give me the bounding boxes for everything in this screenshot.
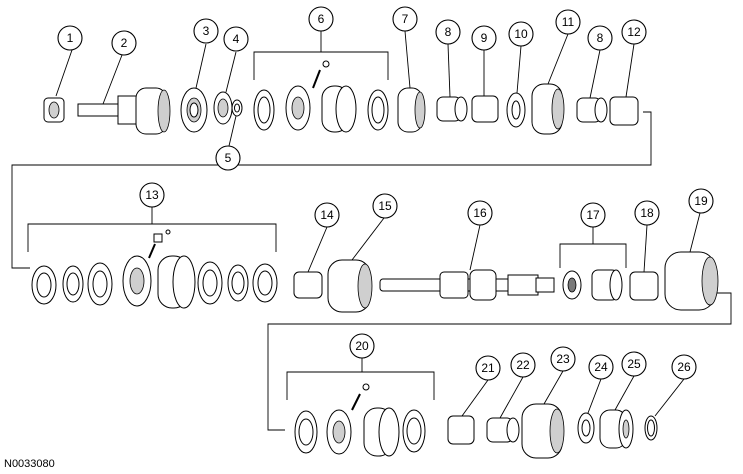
callout-19: 19 <box>688 188 714 214</box>
svg-text:17: 17 <box>586 208 600 222</box>
part-20-synchronizer-assembly <box>294 383 426 457</box>
part-9-needle-bearing <box>471 95 499 123</box>
part-10-thrust-washer <box>506 92 526 128</box>
svg-text:9: 9 <box>481 31 488 45</box>
part-22-spacer <box>486 417 520 443</box>
bracket-17 <box>559 227 627 268</box>
callout-10: 10 <box>508 21 534 47</box>
svg-text:24: 24 <box>594 360 608 374</box>
callout-6: 6 <box>308 6 334 32</box>
callout-23: 23 <box>550 346 576 372</box>
svg-text:26: 26 <box>677 360 691 374</box>
callout-1: 1 <box>57 25 83 51</box>
svg-text:15: 15 <box>378 199 392 213</box>
part-7-gear <box>397 87 426 133</box>
callout-21: 21 <box>475 355 501 381</box>
part-2-input-shaft <box>77 87 171 135</box>
part-24-washer <box>577 412 595 444</box>
svg-text:7: 7 <box>402 12 409 26</box>
part-1-pilot-gear <box>43 97 65 123</box>
part-8b-spacer <box>576 97 608 123</box>
part-11-gear <box>531 83 565 135</box>
svg-text:8: 8 <box>445 25 452 39</box>
callout-11: 11 <box>555 9 581 35</box>
part-4-bearing-race <box>213 91 233 125</box>
bracket-13 <box>27 207 277 252</box>
callout-9: 9 <box>471 25 497 51</box>
svg-text:13: 13 <box>145 188 159 202</box>
svg-text:14: 14 <box>320 208 334 222</box>
callout-8b: 8 <box>587 25 613 51</box>
callout-4: 4 <box>223 26 249 52</box>
svg-text:3: 3 <box>203 24 210 38</box>
svg-text:10: 10 <box>514 27 528 41</box>
callout-18: 18 <box>634 200 660 226</box>
callout-16: 16 <box>467 200 493 226</box>
callout-12: 12 <box>621 19 647 45</box>
svg-text:2: 2 <box>121 36 128 50</box>
svg-text:12: 12 <box>627 25 641 39</box>
svg-text:6: 6 <box>318 12 325 26</box>
svg-text:25: 25 <box>627 357 641 371</box>
callout-5: 5 <box>215 145 241 171</box>
svg-text:21: 21 <box>481 361 495 375</box>
callout-8: 8 <box>435 19 461 45</box>
svg-text:5: 5 <box>225 151 232 165</box>
leader-lines <box>55 30 701 419</box>
part-16-output-shaft <box>379 269 555 301</box>
part-25-bearing <box>599 409 634 449</box>
svg-text:16: 16 <box>473 206 487 220</box>
svg-text:11: 11 <box>562 15 575 29</box>
svg-text:18: 18 <box>640 206 654 220</box>
callout-3: 3 <box>193 18 219 44</box>
bracket-6 <box>253 30 389 80</box>
svg-text:19: 19 <box>694 194 708 208</box>
part-23-gear <box>521 403 565 459</box>
part-26-snap-ring <box>644 415 658 441</box>
callout-15: 15 <box>372 193 398 219</box>
bracket-20 <box>286 358 435 400</box>
svg-text:4: 4 <box>233 32 240 46</box>
part-14-needle-bearing <box>293 271 323 299</box>
part-3-bearing <box>180 87 208 133</box>
callout-22: 22 <box>510 352 536 378</box>
svg-text:20: 20 <box>355 339 369 353</box>
callout-20: 20 <box>349 333 375 359</box>
callout-14: 14 <box>314 202 340 228</box>
row1-connector-line <box>11 111 652 269</box>
svg-text:8: 8 <box>597 31 604 45</box>
part-13-synchronizer-assembly <box>31 229 278 309</box>
callout-25: 25 <box>621 351 647 377</box>
part-6-synchronizer-assembly <box>253 60 389 133</box>
callout-17: 17 <box>580 202 606 228</box>
part-17-bearing <box>562 269 623 301</box>
svg-text:23: 23 <box>556 352 570 366</box>
part-18-needle-bearing <box>629 271 659 301</box>
svg-text:22: 22 <box>516 358 530 372</box>
part-5-snap-ring <box>231 99 243 117</box>
part-15-gear <box>327 259 373 313</box>
callout-24: 24 <box>588 354 614 380</box>
part-12-needle-bearing <box>609 96 639 126</box>
figure-reference-id: N0033080 <box>4 458 55 470</box>
callout-2: 2 <box>111 30 137 56</box>
svg-text:1: 1 <box>67 31 74 45</box>
callout-13: 13 <box>139 182 165 208</box>
row2-connector-line <box>267 292 732 431</box>
part-19-gear <box>664 251 719 311</box>
part-8-spacer <box>436 96 468 122</box>
callout-26: 26 <box>671 354 697 380</box>
callout-7: 7 <box>392 6 418 32</box>
part-21-needle-bearing <box>447 415 475 445</box>
